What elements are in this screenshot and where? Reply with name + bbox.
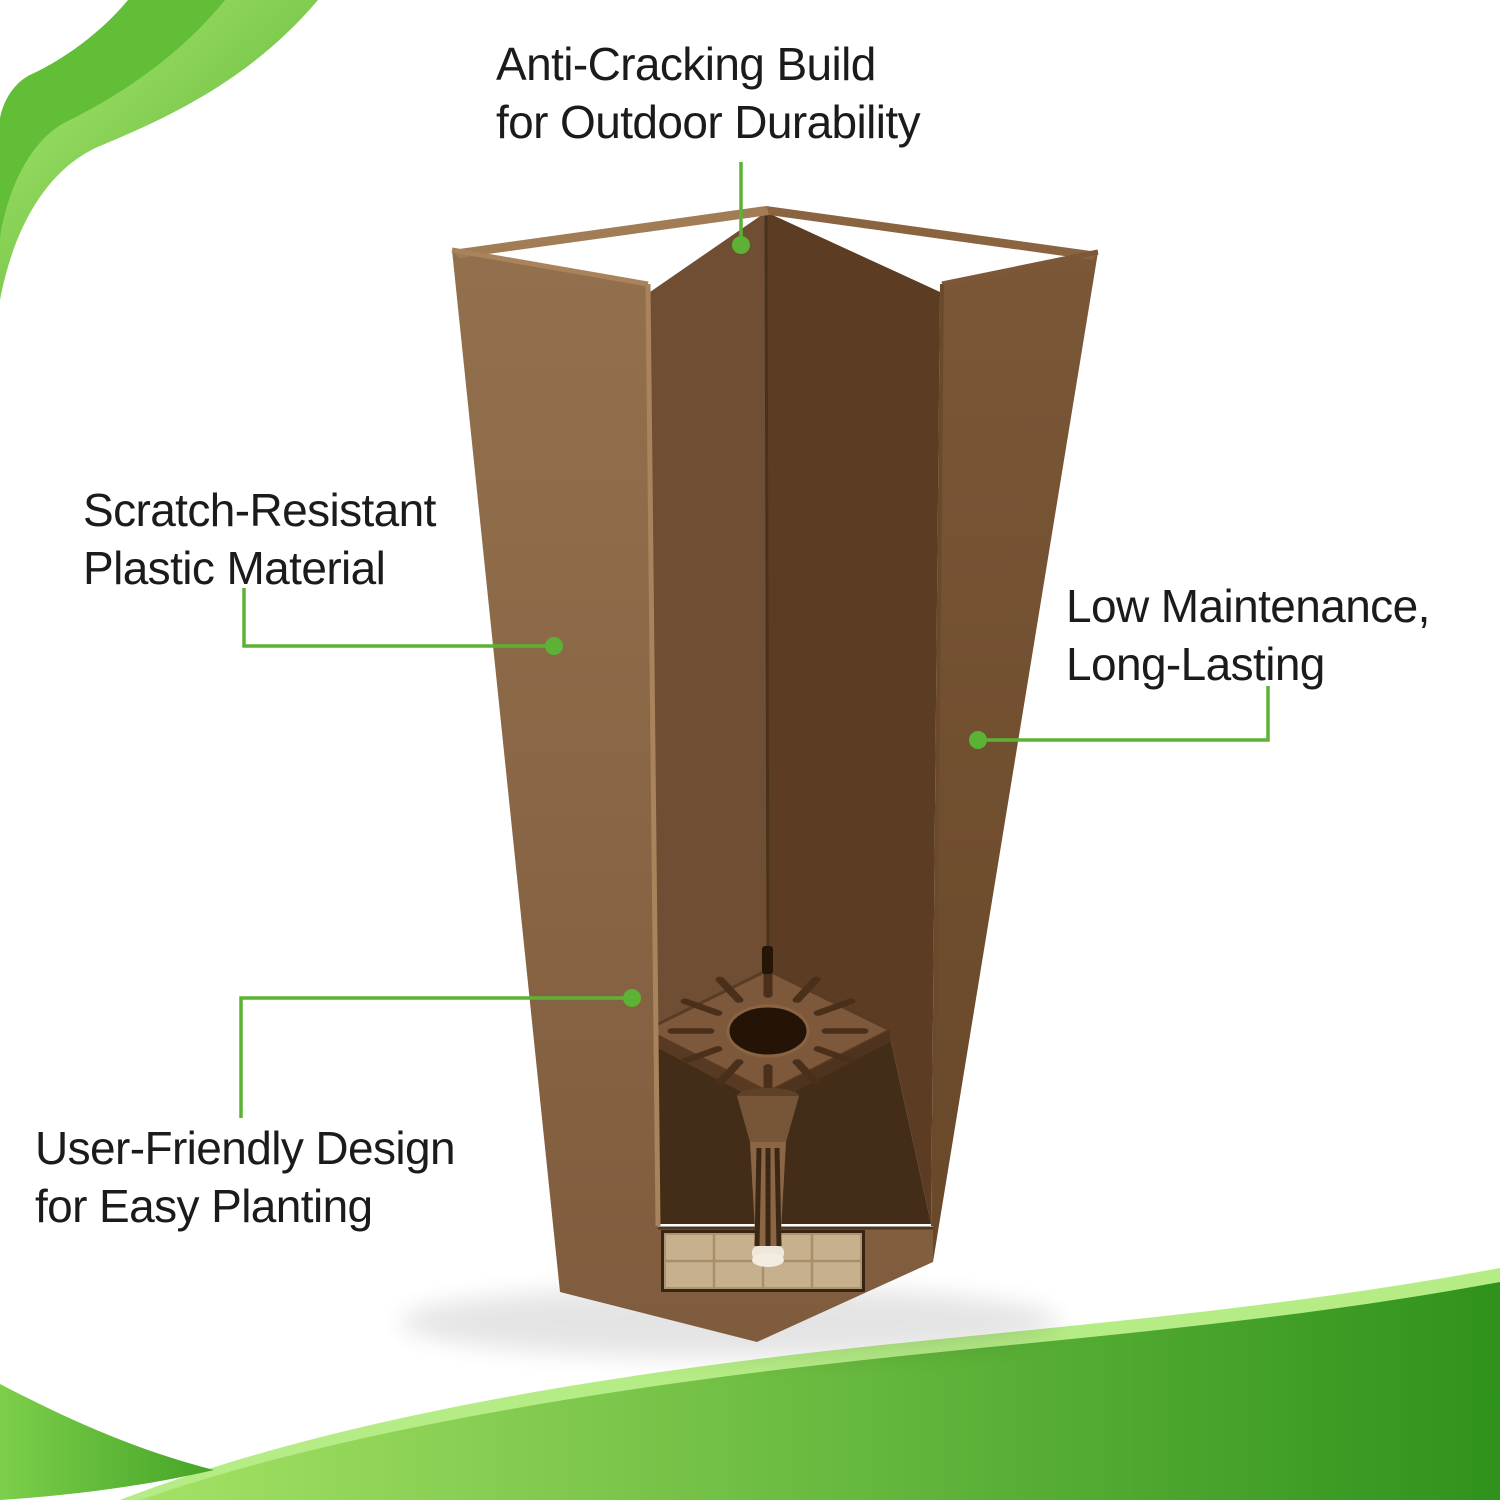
callout-dot-bottom bbox=[623, 989, 641, 1007]
callout-line-left bbox=[242, 588, 545, 648]
callout-text-line: for Easy Planting bbox=[35, 1179, 373, 1232]
decorative-wave-bottom bbox=[0, 1268, 1500, 1500]
callout-text-line: Plastic Material bbox=[83, 541, 386, 594]
callout-dot-right bbox=[969, 731, 987, 749]
callout-label-scratch-resistant: Scratch-Resistant Plastic Material bbox=[83, 482, 436, 597]
callout-line-right bbox=[987, 686, 1270, 742]
planter-outer-shell bbox=[452, 250, 933, 1342]
planter-inner-corner-edge bbox=[764, 213, 770, 973]
planter-inner-right-wall bbox=[766, 212, 940, 1224]
callout-text-line: Low Maintenance, bbox=[1066, 580, 1430, 632]
planter-illustration bbox=[451, 206, 1099, 1342]
callout-text-line: Anti-Cracking Build bbox=[496, 38, 876, 90]
callout-text-line: Scratch-Resistant bbox=[83, 484, 436, 536]
planter-cut-edge-right bbox=[931, 283, 944, 1227]
plate-drain-slots bbox=[667, 968, 869, 1094]
decorative-wave-top-left bbox=[0, 0, 318, 300]
callout-label-low-maintenance: Low Maintenance, Long-Lasting bbox=[1066, 578, 1430, 693]
planter-inner-left-wall bbox=[648, 212, 768, 1030]
planter-rim-back-right bbox=[766, 206, 1098, 260]
callout-line-bottom bbox=[239, 996, 623, 1118]
callout-text-line: User-Friendly Design bbox=[35, 1122, 456, 1174]
soil-plate bbox=[642, 946, 894, 1106]
planter-rim-front-left-edge bbox=[451, 247, 649, 287]
planter-cut-edge-left bbox=[645, 283, 661, 1227]
callout-text-line: Long-Lasting bbox=[1066, 637, 1325, 690]
planter-rim-front-right-edge bbox=[941, 249, 1099, 287]
plate-center-hole bbox=[726, 1004, 810, 1058]
water-level-indicator bbox=[737, 1088, 799, 1267]
planter-right-face bbox=[933, 252, 1098, 1262]
callout-label-user-friendly: User-Friendly Design for Easy Planting bbox=[35, 1120, 456, 1235]
callout-connectors bbox=[239, 162, 1270, 1118]
plate-peg bbox=[762, 946, 773, 974]
planter-rim-back-left bbox=[452, 206, 769, 258]
callout-text-line: for Outdoor Durability bbox=[496, 95, 921, 148]
callout-label-anti-cracking: Anti-Cracking Build for Outdoor Durabili… bbox=[496, 36, 921, 151]
callout-dot-left bbox=[545, 637, 563, 655]
callout-dot-top bbox=[732, 236, 750, 254]
